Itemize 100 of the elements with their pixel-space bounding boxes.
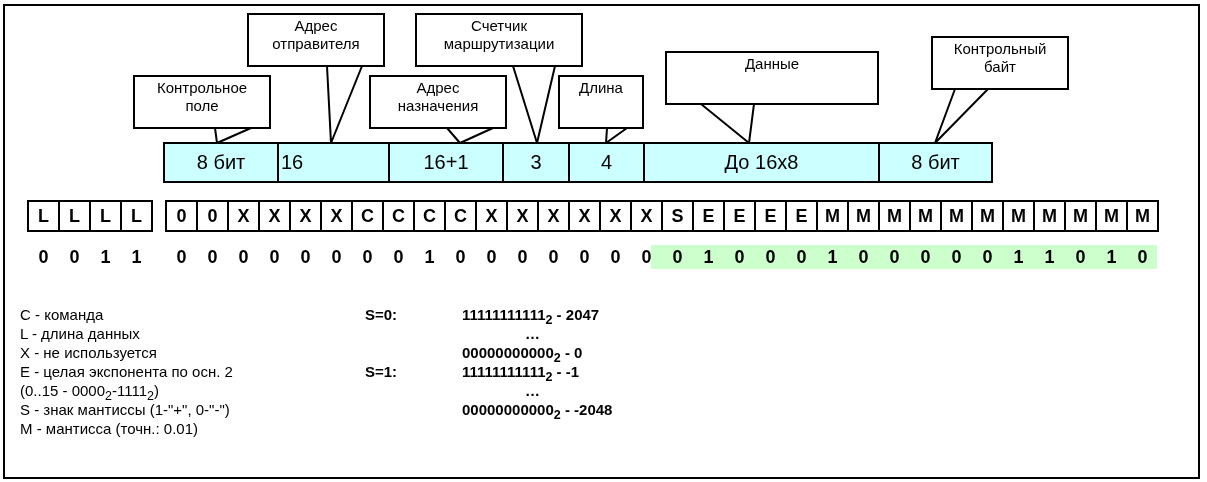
- field-cell: 3: [502, 142, 570, 183]
- bit-value: 0: [454, 246, 467, 268]
- callout-pointer: [326, 65, 363, 144]
- bit-cell: M: [1002, 200, 1035, 232]
- bit-cell: X: [630, 200, 663, 232]
- bit-cell: S: [661, 200, 694, 232]
- legend-note: M - мантисса (точн.: 0.01): [20, 420, 199, 438]
- bit-value: 0: [330, 246, 343, 268]
- bit-value: 0: [175, 246, 188, 268]
- bit-value: 1: [702, 246, 715, 268]
- bit-value: 0: [392, 246, 405, 268]
- legend-note: S=0:: [365, 306, 398, 324]
- bit-value: 0: [640, 246, 653, 268]
- callout-box: Счетчик маршрутизации: [415, 13, 583, 67]
- bit-value: 1: [826, 246, 839, 268]
- legend-note: L - длина данных: [20, 325, 140, 343]
- bit-cell: X: [475, 200, 508, 232]
- legend-note: (0..15 - 0000$_{2}$-1111$_{2}$): [20, 382, 159, 404]
- bit-value: 0: [516, 246, 529, 268]
- bit-value: 0: [578, 246, 591, 268]
- bit-cell: L: [89, 200, 122, 232]
- field-cell: 16+1: [388, 142, 504, 183]
- callout-box: Адрес отправителя: [247, 13, 385, 67]
- bit-cell: C: [382, 200, 415, 232]
- bit-cell: E: [723, 200, 756, 232]
- bit-value: 0: [37, 246, 50, 268]
- callout-pointer: [605, 127, 628, 144]
- legend-note: C - команда: [20, 306, 104, 324]
- bit-value: 0: [68, 246, 81, 268]
- bit-value: 0: [237, 246, 250, 268]
- bit-value: 0: [206, 246, 219, 268]
- bit-value: 0: [857, 246, 870, 268]
- bit-value: 0: [671, 246, 684, 268]
- bit-cell: L: [120, 200, 153, 232]
- bit-value: 0: [950, 246, 963, 268]
- callout-box: Адрес назначения: [369, 75, 507, 129]
- callout-box: Контрольное поле: [133, 75, 271, 129]
- callout-box: Длина: [558, 75, 644, 129]
- field-cell: До 16х8: [643, 142, 880, 183]
- field-cell: 16: [277, 142, 390, 183]
- bit-cell: M: [1064, 200, 1097, 232]
- bit-cell: C: [351, 200, 384, 232]
- bit-cell: M: [1033, 200, 1066, 232]
- bit-cell: X: [568, 200, 601, 232]
- bit-value: 0: [299, 246, 312, 268]
- bit-cell: X: [599, 200, 632, 232]
- bit-value: 1: [1105, 246, 1118, 268]
- bit-cell: M: [909, 200, 942, 232]
- bit-value: 0: [733, 246, 746, 268]
- legend-note: S=1:: [365, 363, 398, 381]
- bit-value: 0: [919, 246, 932, 268]
- bit-value: 0: [1074, 246, 1087, 268]
- bit-cell: X: [289, 200, 322, 232]
- bit-cell: 0: [165, 200, 198, 232]
- bit-cell: M: [847, 200, 880, 232]
- bit-value: 1: [99, 246, 112, 268]
- bit-cell: L: [27, 200, 60, 232]
- bit-value: 0: [547, 246, 560, 268]
- bit-cell: M: [1126, 200, 1159, 232]
- bit-value: 1: [130, 246, 143, 268]
- callout-box: Контрольный байт: [931, 36, 1069, 90]
- bit-cell: L: [58, 200, 91, 232]
- bit-cell: M: [940, 200, 973, 232]
- bit-value: 0: [1136, 246, 1149, 268]
- bit-cell: 0: [196, 200, 229, 232]
- bit-value: 1: [1012, 246, 1025, 268]
- legend-note: 00000000000$_{2}$ - -2048: [462, 401, 613, 424]
- bit-value: 0: [795, 246, 808, 268]
- bit-value: 0: [888, 246, 901, 268]
- bit-cell: M: [878, 200, 911, 232]
- bit-value: 1: [423, 246, 436, 268]
- bit-value: 1: [1043, 246, 1056, 268]
- bit-cell: X: [506, 200, 539, 232]
- legend-note: E - целая экспонента по осн. 2: [20, 363, 233, 381]
- bit-cell: M: [971, 200, 1004, 232]
- bit-cell: X: [258, 200, 291, 232]
- bit-value: 0: [764, 246, 777, 268]
- bit-cell: X: [227, 200, 260, 232]
- callout-pointer: [446, 127, 494, 144]
- field-cell: 8 бит: [878, 142, 993, 183]
- bit-value: 0: [361, 246, 374, 268]
- bit-cell: C: [413, 200, 446, 232]
- bit-value: 0: [268, 246, 281, 268]
- bit-cell: M: [1095, 200, 1128, 232]
- callout-pointer: [934, 88, 989, 144]
- callout-pointer: [700, 103, 755, 144]
- bit-cell: X: [537, 200, 570, 232]
- callout-box: Данные: [665, 51, 879, 105]
- bit-cell: M: [816, 200, 849, 232]
- field-cell: 8 бит: [163, 142, 279, 183]
- bit-value: 0: [981, 246, 994, 268]
- bit-value: 0: [485, 246, 498, 268]
- callout-pointer: [512, 65, 556, 144]
- bit-value: 0: [609, 246, 622, 268]
- bit-cell: E: [785, 200, 818, 232]
- bit-cell: C: [444, 200, 477, 232]
- bit-cell: X: [320, 200, 353, 232]
- callout-pointer: [214, 127, 252, 144]
- bit-cell: E: [692, 200, 725, 232]
- legend-note: X - не используется: [20, 344, 157, 362]
